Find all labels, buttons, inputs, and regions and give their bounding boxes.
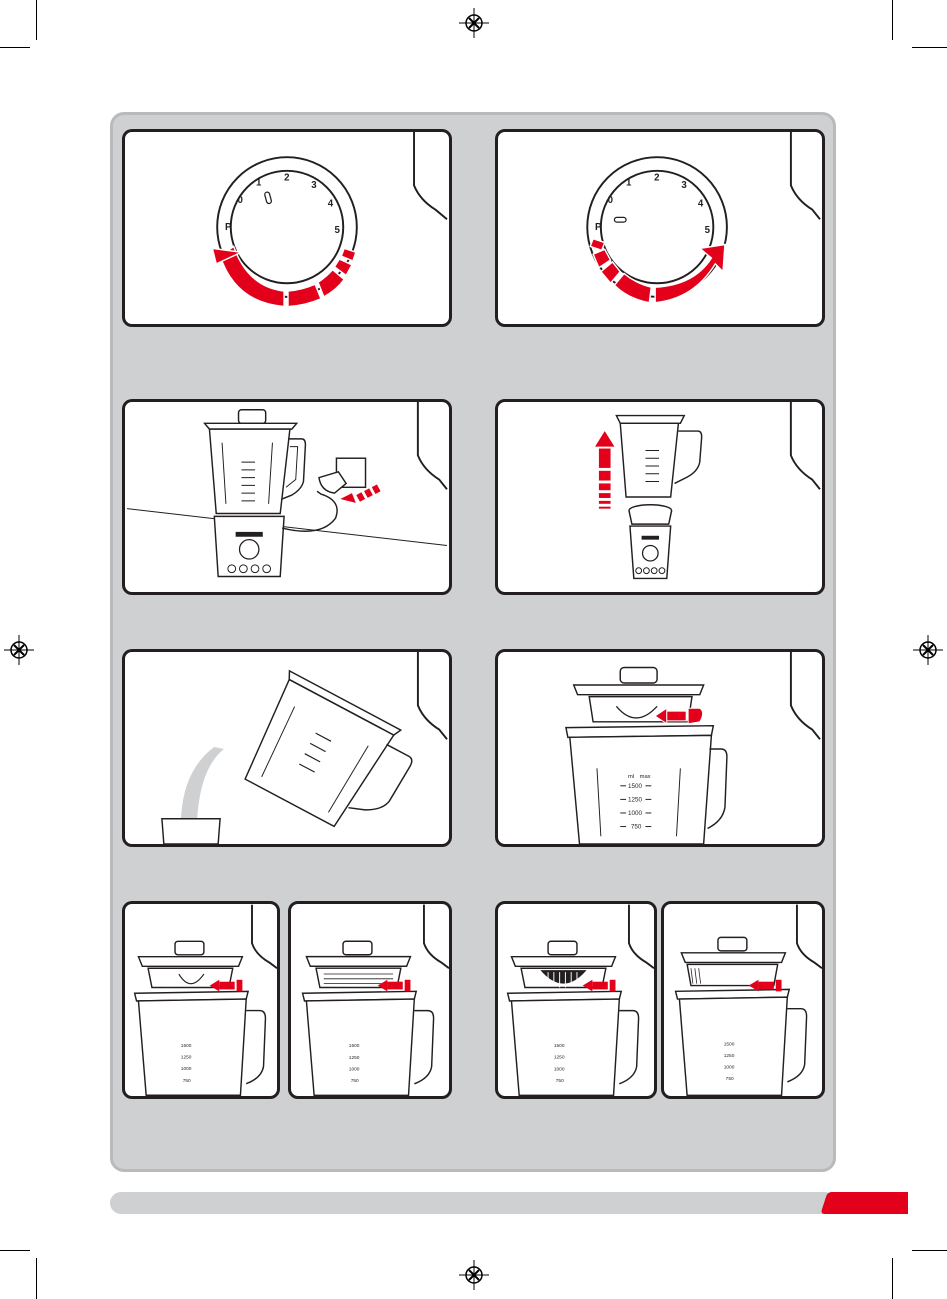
scale-mark-1500: 1500 xyxy=(628,783,643,790)
pouring-card xyxy=(122,649,452,847)
blender-plug-in-card xyxy=(122,399,452,595)
dial-pulse-card: 0 1 2 3 4 5 P xyxy=(122,129,452,327)
dial-number-4: 4 xyxy=(698,199,704,210)
registration-mark-icon xyxy=(913,635,943,665)
lid-variant-card-1: 1500 1250 1000 750 xyxy=(122,901,280,1099)
lid-fit-card: ml max 1500 1250 1000 750 xyxy=(495,649,825,847)
dial-number-0: 0 xyxy=(608,195,613,206)
crop-mark xyxy=(36,0,37,40)
scale-mark-1500: 1500 xyxy=(349,1043,360,1049)
dial-speed-card: 0 1 2 3 4 5 P xyxy=(495,129,825,327)
page-tab xyxy=(832,1192,908,1214)
dial-number-4: 4 xyxy=(328,199,334,210)
scale-mark-750: 750 xyxy=(631,823,642,830)
registration-mark-icon xyxy=(459,8,489,38)
scale-unit: ml xyxy=(628,774,634,780)
dial-number-2: 2 xyxy=(284,172,289,183)
scale-mark-1000: 1000 xyxy=(554,1066,565,1072)
dial-number-3: 3 xyxy=(681,180,687,191)
lid-variant-card-2: 1500 1250 1000 750 xyxy=(288,901,452,1099)
scale-mark-750: 750 xyxy=(183,1078,191,1084)
scale-mark-750: 750 xyxy=(556,1078,564,1084)
crop-mark xyxy=(892,0,893,40)
dial-number-3: 3 xyxy=(311,180,317,191)
lid-variant-card-4: 1500 1250 1000 750 xyxy=(661,901,825,1099)
scale-mark-1500: 1500 xyxy=(181,1043,192,1049)
dial-number-5: 5 xyxy=(705,225,711,236)
scale-mark-1500: 1500 xyxy=(724,1041,735,1047)
crop-mark xyxy=(0,47,30,48)
scale-mark-1500: 1500 xyxy=(554,1043,565,1049)
dial-pulse-label: P xyxy=(595,222,602,233)
crop-mark xyxy=(36,1258,37,1299)
scale-mark-1250: 1250 xyxy=(181,1055,192,1061)
crop-mark xyxy=(0,1250,30,1251)
dial-number-0: 0 xyxy=(238,195,243,206)
scale-mark-1000: 1000 xyxy=(628,810,643,817)
footer-bar xyxy=(110,1192,836,1214)
scale-mark-1250: 1250 xyxy=(349,1055,360,1061)
scale-mark-1000: 1000 xyxy=(349,1066,360,1072)
scale-mark-1000: 1000 xyxy=(181,1066,192,1072)
dial-number-1: 1 xyxy=(626,177,632,188)
registration-mark-icon xyxy=(4,635,34,665)
arrow-icon xyxy=(595,431,614,509)
registration-mark-icon xyxy=(459,1260,489,1290)
crop-mark xyxy=(912,47,947,48)
scale-mark-1250: 1250 xyxy=(554,1055,565,1061)
crop-mark xyxy=(912,1250,947,1251)
dial-number-2: 2 xyxy=(654,172,659,183)
dial-number-5: 5 xyxy=(335,225,341,236)
crop-mark xyxy=(892,1258,893,1299)
dial-pulse-label: P xyxy=(225,222,232,233)
jug-lift-card xyxy=(495,399,825,595)
scale-mark-1250: 1250 xyxy=(628,796,643,803)
scale-mark-1250: 1250 xyxy=(724,1053,735,1059)
scale-mark-750: 750 xyxy=(726,1076,734,1082)
scale-mark-750: 750 xyxy=(351,1078,359,1084)
dial-number-1: 1 xyxy=(256,177,262,188)
lid-variant-card-3: 1500 1250 1000 750 xyxy=(495,901,657,1099)
scale-max: max xyxy=(640,774,651,780)
scale-mark-1000: 1000 xyxy=(724,1064,735,1070)
